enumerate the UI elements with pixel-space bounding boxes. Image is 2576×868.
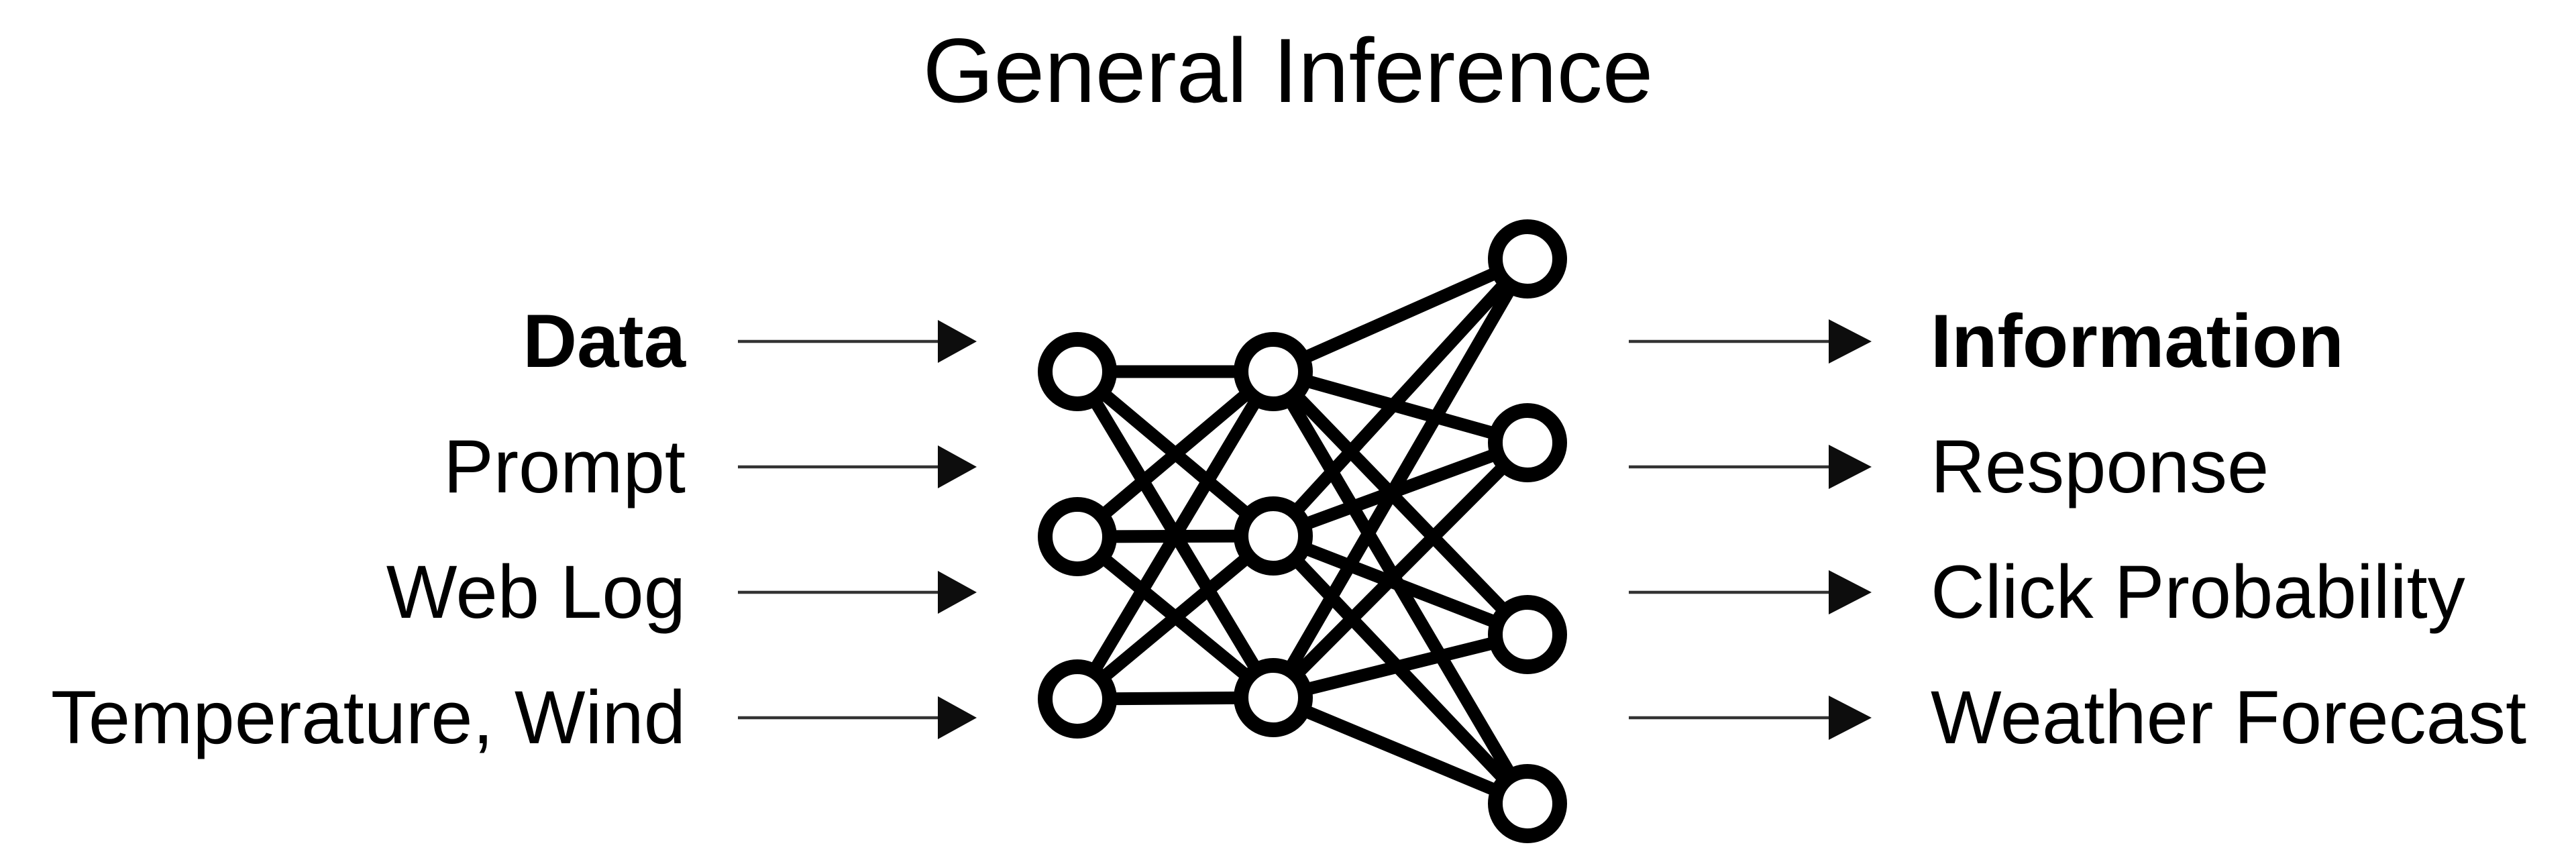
label-data: Data [523,299,686,383]
network-edge [1267,365,1534,641]
network-node [1488,595,1567,674]
network-edge [1267,252,1534,543]
flow-arrow-head [1829,445,1872,489]
network-edge [1267,252,1534,378]
network-edge [1071,365,1280,706]
network-node [1038,497,1117,576]
network-node [1234,658,1313,737]
flow-arrow-head [938,320,977,363]
flow-arrow-head [1829,570,1872,614]
network-node [1038,332,1117,411]
network-edge [1267,365,1534,449]
flow-arrow-head [938,445,977,488]
network-node [1488,764,1567,843]
flow-arrow-head [1829,319,1872,364]
label-weather-forecast: Weather Forecast [1931,675,2527,759]
label-temperature-wind: Temperature, Wind [50,675,686,759]
network-node [1038,659,1117,739]
network-edge [1267,691,1534,810]
network-edge [1267,628,1534,704]
network-node [1234,496,1313,576]
flow-arrow-head [1829,696,1872,740]
network-edge [1267,252,1534,704]
network-edge [1071,365,1280,543]
network-edge [1071,529,1280,706]
network-node [1488,403,1567,482]
network-node [1488,219,1567,299]
label-click-probability: Click Probability [1931,550,2465,634]
flow-arrow-head [938,696,977,739]
flow-arrow-head [938,571,977,614]
label-response: Response [1931,425,2269,508]
network-node [1234,332,1313,411]
network-edge [1267,529,1534,641]
diagram-title: General Inference [922,19,1654,121]
label-information: Information [1931,299,2344,383]
label-prompt: Prompt [443,425,686,508]
network-edge [1267,436,1534,704]
label-web-log: Web Log [386,550,686,634]
